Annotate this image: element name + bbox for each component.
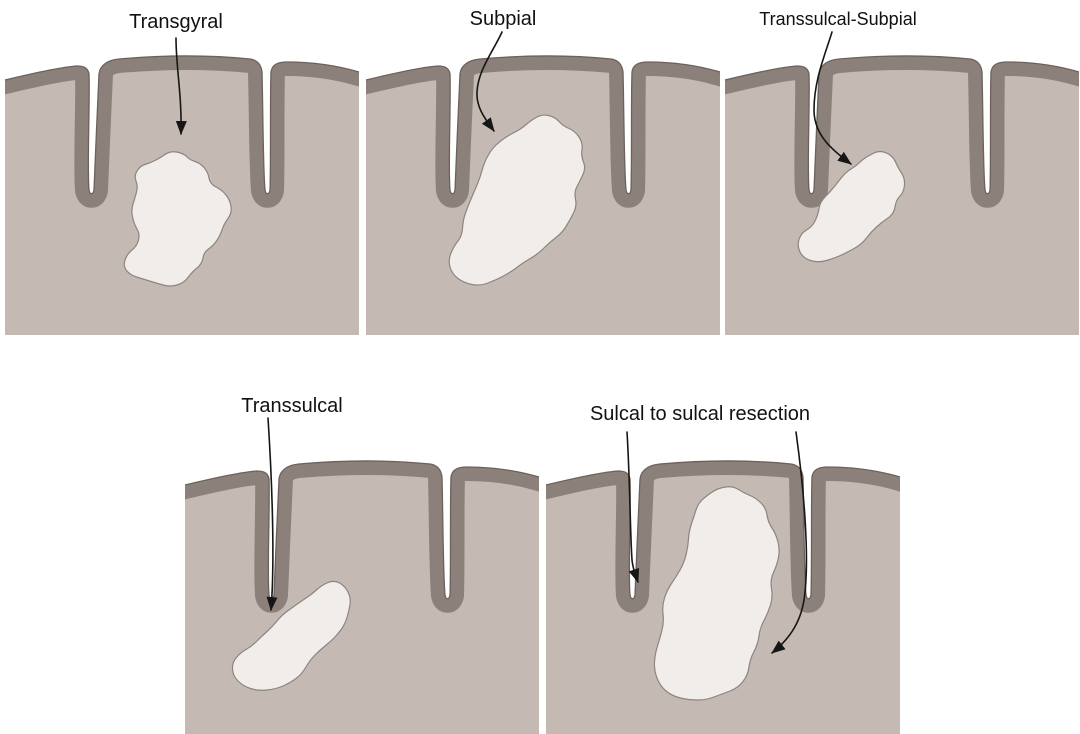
brain-tissue [185, 461, 539, 734]
panel-transgyral: Transgyral [5, 11, 359, 335]
panel-label: Transsulcal-Subpial [759, 9, 916, 29]
panel-label: Transsulcal [241, 395, 343, 417]
panel-label: Subpial [470, 8, 537, 30]
panel-transsulcal-subpial: Transsulcal-Subpial [725, 9, 1079, 335]
panel-label: Transgyral [129, 11, 223, 33]
white-matter [185, 461, 539, 734]
panel-label: Sulcal to sulcal resection [590, 403, 810, 425]
panel-sulcal-to-sulcal-resection: Sulcal to sulcal resection [546, 403, 900, 734]
panel-transsulcal: Transsulcal [185, 395, 539, 734]
brain-tissue [725, 56, 1079, 335]
white-matter [725, 56, 1079, 335]
panel-subpial: Subpial [366, 8, 720, 335]
